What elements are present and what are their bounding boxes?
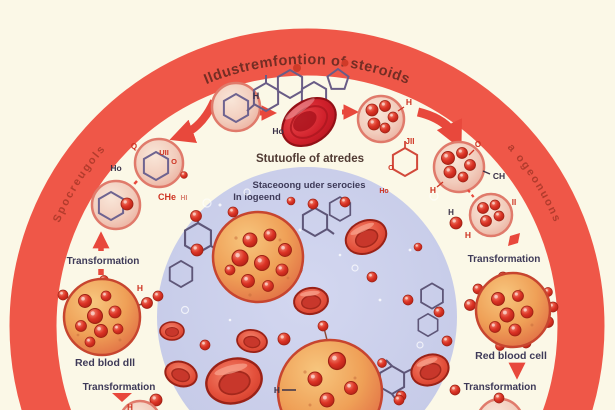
- red-blood-cell-torus: [293, 286, 329, 316]
- right-transformation-column: O CH H II H H Transformation: [430, 140, 559, 410]
- h-label: H: [430, 185, 436, 195]
- ch-label: CH: [493, 171, 505, 181]
- ho-label: Ho: [379, 188, 388, 195]
- ho-label: Ho: [272, 126, 283, 136]
- h-label: H: [274, 385, 280, 395]
- center-heading: Staceoong uder serocies: [253, 180, 366, 191]
- orange-cell-right: [464, 271, 559, 351]
- o-label: O: [171, 157, 177, 166]
- top-sequence: H Ho H Stutuofle of atredes JII: [169, 59, 463, 195]
- o-label: O: [475, 140, 481, 149]
- orange-cell-left: H: [57, 275, 153, 357]
- transformation-label: Transformation: [83, 382, 156, 393]
- orange-cell-bottom: H: [274, 320, 384, 410]
- transformation-label: Transformation: [468, 254, 541, 265]
- steroid-skeleton: [246, 68, 350, 112]
- h-label: H: [137, 283, 143, 293]
- red-blood-cell-torus: [205, 357, 263, 405]
- che-label: CHe: [158, 192, 176, 202]
- red-blood-cell-torus: [344, 218, 388, 256]
- center-subheading: In logeend: [233, 192, 281, 203]
- h-label: H: [127, 403, 133, 410]
- o-label: O: [388, 163, 394, 172]
- h-label: H: [253, 91, 260, 101]
- oxygen-dot: [341, 59, 349, 67]
- pink-cell-hexagon: [90, 179, 142, 231]
- curved-arrow-right-icon: [416, 107, 463, 150]
- structure-caption: Stutuofle of atredes: [256, 153, 364, 165]
- flag-marker-icon: [508, 233, 520, 246]
- q-label: Q: [131, 142, 137, 151]
- uii-label: UII: [159, 148, 169, 157]
- ii-label: II: [512, 198, 516, 207]
- jii-label: JII: [406, 137, 415, 146]
- h-label: H: [448, 208, 454, 217]
- red-blood-cell-torus: [159, 321, 185, 341]
- h-label: H: [406, 97, 412, 107]
- outer-ring: [9, 28, 605, 410]
- orange-cell-center: [211, 206, 305, 304]
- pink-cell-partial: [121, 399, 159, 410]
- red-chem-hexagon: JII O Ho: [379, 137, 419, 195]
- pink-cell-spheres: [356, 94, 406, 144]
- pink-cell-partial: [478, 392, 522, 410]
- red-blood-cell-label: Red blood cell: [475, 350, 547, 362]
- glossy-red-blood-cell: [281, 96, 337, 148]
- pink-cell-spheres: [468, 192, 514, 238]
- red-blood-cell-torus: [410, 353, 450, 387]
- bubble-decorations: [180, 188, 439, 349]
- red-blood-cell-label: Red blod dll: [75, 357, 135, 369]
- dashed-connector: [467, 189, 477, 201]
- hi-label: HI: [181, 195, 188, 202]
- left-transformation-column: UII O Q Ho CHe HI Transformation: [57, 137, 188, 410]
- transformation-label: Transformation: [464, 382, 537, 393]
- pink-cell-spheres: [432, 140, 486, 194]
- pink-cell-hexagon: UII O: [133, 137, 188, 189]
- transformation-label: Transformation: [67, 256, 140, 267]
- oxygen-dot: [293, 64, 301, 72]
- red-blood-cell-torus: [164, 360, 198, 388]
- arrow-down-icon: [112, 393, 132, 402]
- ho-label: Ho: [110, 163, 121, 173]
- red-blood-cell-torus: [236, 329, 268, 353]
- h-label: H: [465, 230, 471, 240]
- red-blood-cells: [159, 218, 450, 405]
